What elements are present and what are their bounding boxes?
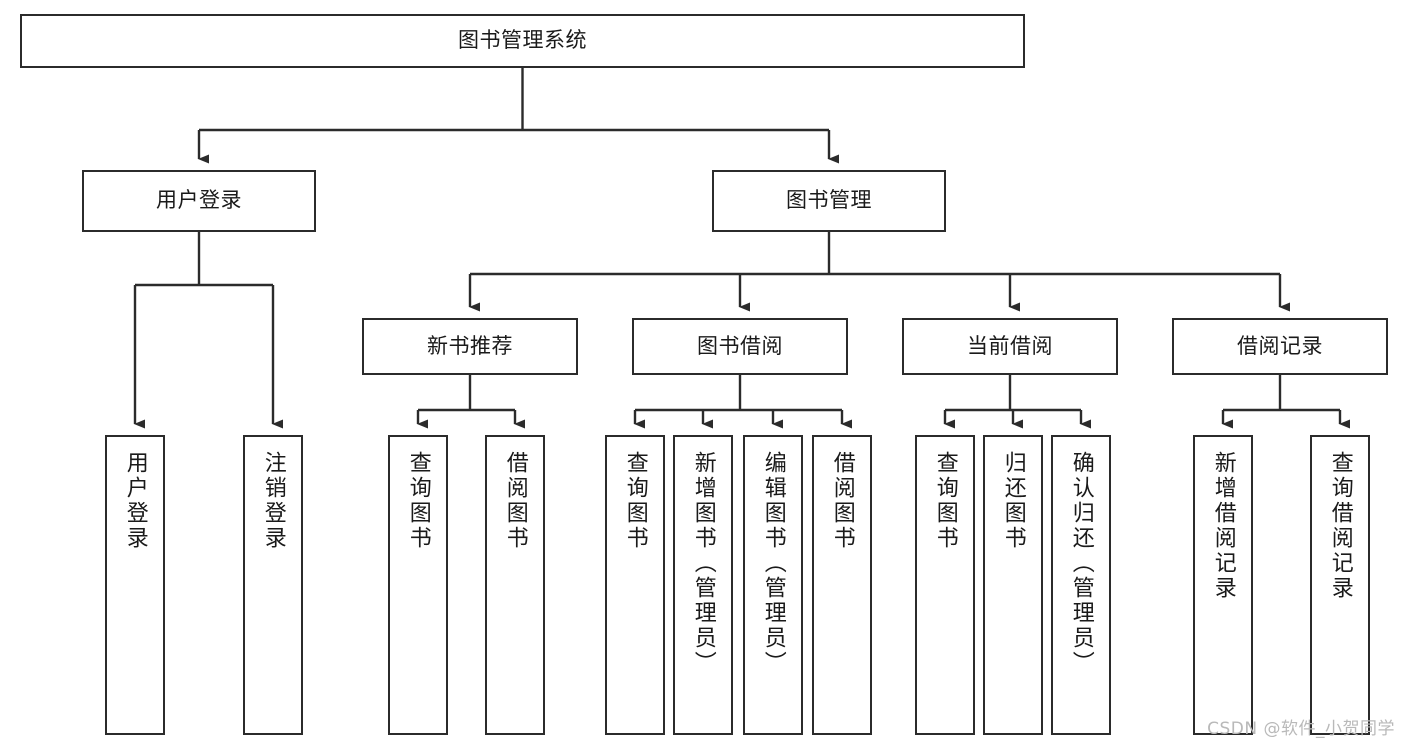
node-records-2[interactable]: 查询借阅记录 (1310, 435, 1370, 735)
node-label: 查询借阅记录 (1327, 451, 1353, 601)
node-label: 查询图书 (405, 451, 431, 551)
node-newbook[interactable]: 新书推荐 (362, 318, 578, 375)
node-newbook-2[interactable]: 借阅图书 (485, 435, 545, 735)
node-label: 用户登录 (122, 451, 148, 551)
node-label: 用户登录 (156, 188, 242, 213)
node-borrow-3[interactable]: 编辑图书（管理员） (743, 435, 803, 735)
node-root[interactable]: 图书管理系统 (20, 14, 1025, 68)
node-borrow[interactable]: 图书借阅 (632, 318, 848, 375)
node-label: 新增借阅记录 (1210, 451, 1236, 601)
node-label: 新书推荐 (427, 333, 513, 358)
node-records[interactable]: 借阅记录 (1172, 318, 1388, 375)
node-newbook-1[interactable]: 查询图书 (388, 435, 448, 735)
node-borrow-1[interactable]: 查询图书 (605, 435, 665, 735)
node-label: 当前借阅 (967, 333, 1053, 358)
node-label: 借阅记录 (1237, 333, 1323, 358)
node-current[interactable]: 当前借阅 (902, 318, 1118, 375)
node-label: 查询图书 (932, 451, 958, 551)
node-borrow-2[interactable]: 新增图书（管理员） (673, 435, 733, 735)
node-label: 图书管理 (786, 188, 872, 213)
node-records-1[interactable]: 新增借阅记录 (1193, 435, 1253, 735)
node-login-2[interactable]: 注销登录 (243, 435, 303, 735)
node-bookmgmt[interactable]: 图书管理 (712, 170, 946, 232)
node-login[interactable]: 用户登录 (82, 170, 316, 232)
node-borrow-4[interactable]: 借阅图书 (812, 435, 872, 735)
node-label: 图书管理系统 (458, 28, 587, 53)
node-label: 注销登录 (260, 451, 286, 551)
node-label: 新增图书（管理员） (690, 451, 716, 676)
node-label: 编辑图书（管理员） (760, 451, 786, 676)
node-label: 查询图书 (622, 451, 648, 551)
node-label: 图书借阅 (697, 333, 783, 358)
node-current-1[interactable]: 查询图书 (915, 435, 975, 735)
node-label: 借阅图书 (502, 451, 528, 551)
node-label: 确认归还（管理员） (1068, 451, 1094, 676)
node-current-2[interactable]: 归还图书 (983, 435, 1043, 735)
node-login-1[interactable]: 用户登录 (105, 435, 165, 735)
node-label: 借阅图书 (829, 451, 855, 551)
node-label: 归还图书 (1000, 451, 1026, 551)
node-current-3[interactable]: 确认归还（管理员） (1051, 435, 1111, 735)
